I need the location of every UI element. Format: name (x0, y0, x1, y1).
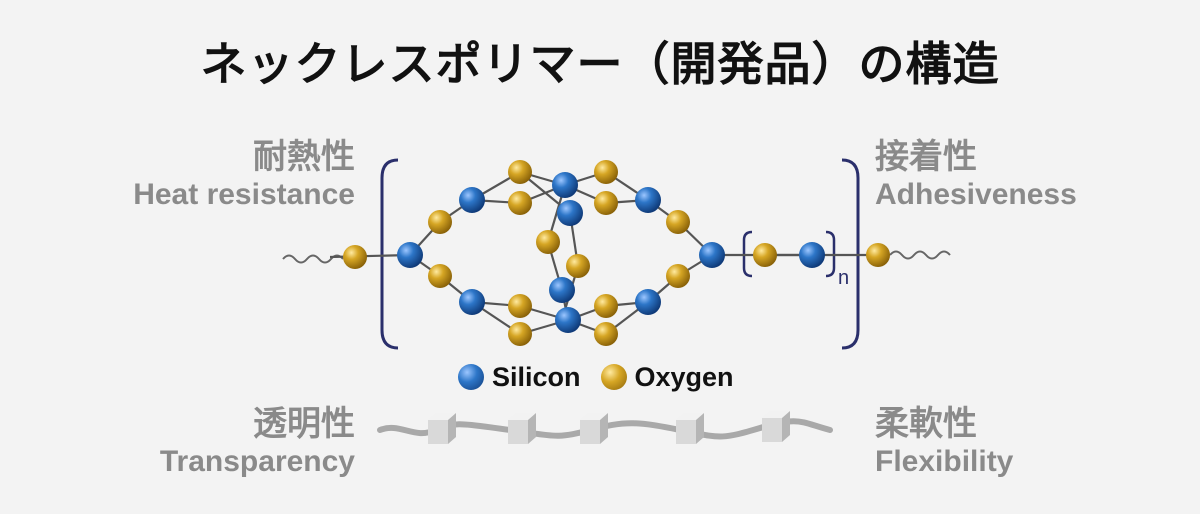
silicon-atom (557, 200, 583, 226)
silicon-atom (555, 307, 581, 333)
oxygen-atom (566, 254, 590, 278)
property-flexibility-jp: 柔軟性 (875, 404, 977, 444)
property-adhesive-jp: 接着性 (875, 137, 977, 177)
property-heat-en: Heat resistance (133, 178, 355, 211)
property-heat-jp: 耐熱性 (253, 137, 355, 177)
cube (762, 411, 790, 442)
legend: Silicon Oxygen (458, 360, 754, 394)
oxygen-atom (508, 160, 532, 184)
silicon-atom (552, 172, 578, 198)
silicon-atom (799, 242, 825, 268)
property-flexibility: 柔軟性 Flexibility (875, 404, 1195, 480)
property-transparency-jp: 透明性 (253, 404, 355, 444)
oxygen-atom (866, 243, 890, 267)
oxygen-atom (343, 245, 367, 269)
oxygen-atom (666, 264, 690, 288)
cube (580, 413, 608, 444)
oxygen-atom (428, 210, 452, 234)
page-title: ネックレスポリマー（開発品）の構造 (200, 37, 1000, 91)
oxygen-atom (508, 322, 532, 346)
atoms (343, 160, 890, 346)
property-heat-resistance: 耐熱性 Heat resistance (55, 137, 355, 213)
silicon-atom (459, 187, 485, 213)
silicon-swatch-icon (458, 364, 484, 390)
oxygen-atom (753, 243, 777, 267)
chain-tail-right (889, 250, 951, 260)
bracket-left (380, 158, 399, 350)
repeat-subscript: n (838, 267, 849, 289)
silicon-atom (397, 242, 423, 268)
oxygen-atom (536, 230, 560, 254)
property-transparency: 透明性 Transparency (55, 404, 355, 480)
cube (428, 413, 456, 444)
property-adhesiveness: 接着性 Adhesiveness (875, 137, 1195, 213)
legend-silicon-label: Silicon (492, 361, 581, 392)
necklace-illustration (377, 411, 833, 444)
oxygen-atom (594, 160, 618, 184)
silicon-atom (635, 289, 661, 315)
oxygen-atom (594, 294, 618, 318)
oxygen-atom (594, 322, 618, 346)
legend-oxygen-label: Oxygen (634, 361, 734, 392)
property-adhesive-en: Adhesiveness (875, 178, 1077, 211)
legend-item-silicon: Silicon (458, 362, 581, 393)
silicon-atom (549, 277, 575, 303)
silicon-atom (635, 187, 661, 213)
oxygen-atom (508, 191, 532, 215)
cube (676, 413, 704, 444)
oxygen-atom (666, 210, 690, 234)
oxygen-atom (428, 264, 452, 288)
oxygen-atom (508, 294, 532, 318)
property-transparency-en: Transparency (159, 445, 355, 478)
legend-item-oxygen: Oxygen (600, 361, 734, 393)
oxygen-swatch-icon (600, 364, 627, 390)
silicon-atom (699, 242, 725, 268)
cube (508, 413, 536, 444)
silicon-atom (459, 289, 485, 315)
oxygen-atom (594, 191, 618, 215)
property-flexibility-en: Flexibility (875, 445, 1014, 478)
